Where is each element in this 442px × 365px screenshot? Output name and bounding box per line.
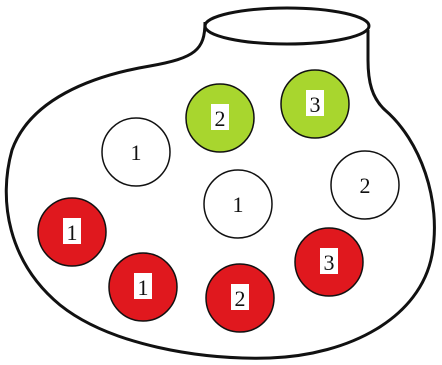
ball-red: 1 [38, 198, 106, 266]
ball-number-label: 1 [131, 140, 142, 165]
ball-green: 2 [186, 84, 254, 152]
ball-number-label: 1 [138, 275, 149, 300]
ball-red: 2 [206, 264, 274, 332]
bag-opening [205, 8, 369, 44]
ball-number-label: 3 [310, 92, 321, 117]
ball-red: 3 [295, 228, 363, 296]
ball-number-label: 1 [233, 192, 244, 217]
ball-number-label: 2 [235, 286, 246, 311]
ball-number-label: 2 [215, 106, 226, 131]
ball-green: 3 [281, 70, 349, 138]
ball-red: 1 [109, 253, 177, 321]
ball-white: 2 [331, 151, 399, 219]
ball-white: 1 [102, 118, 170, 186]
ball-number-label: 2 [360, 173, 371, 198]
ball-white: 1 [204, 170, 272, 238]
ball-number-label: 1 [67, 220, 78, 245]
ball-number-label: 3 [324, 250, 335, 275]
